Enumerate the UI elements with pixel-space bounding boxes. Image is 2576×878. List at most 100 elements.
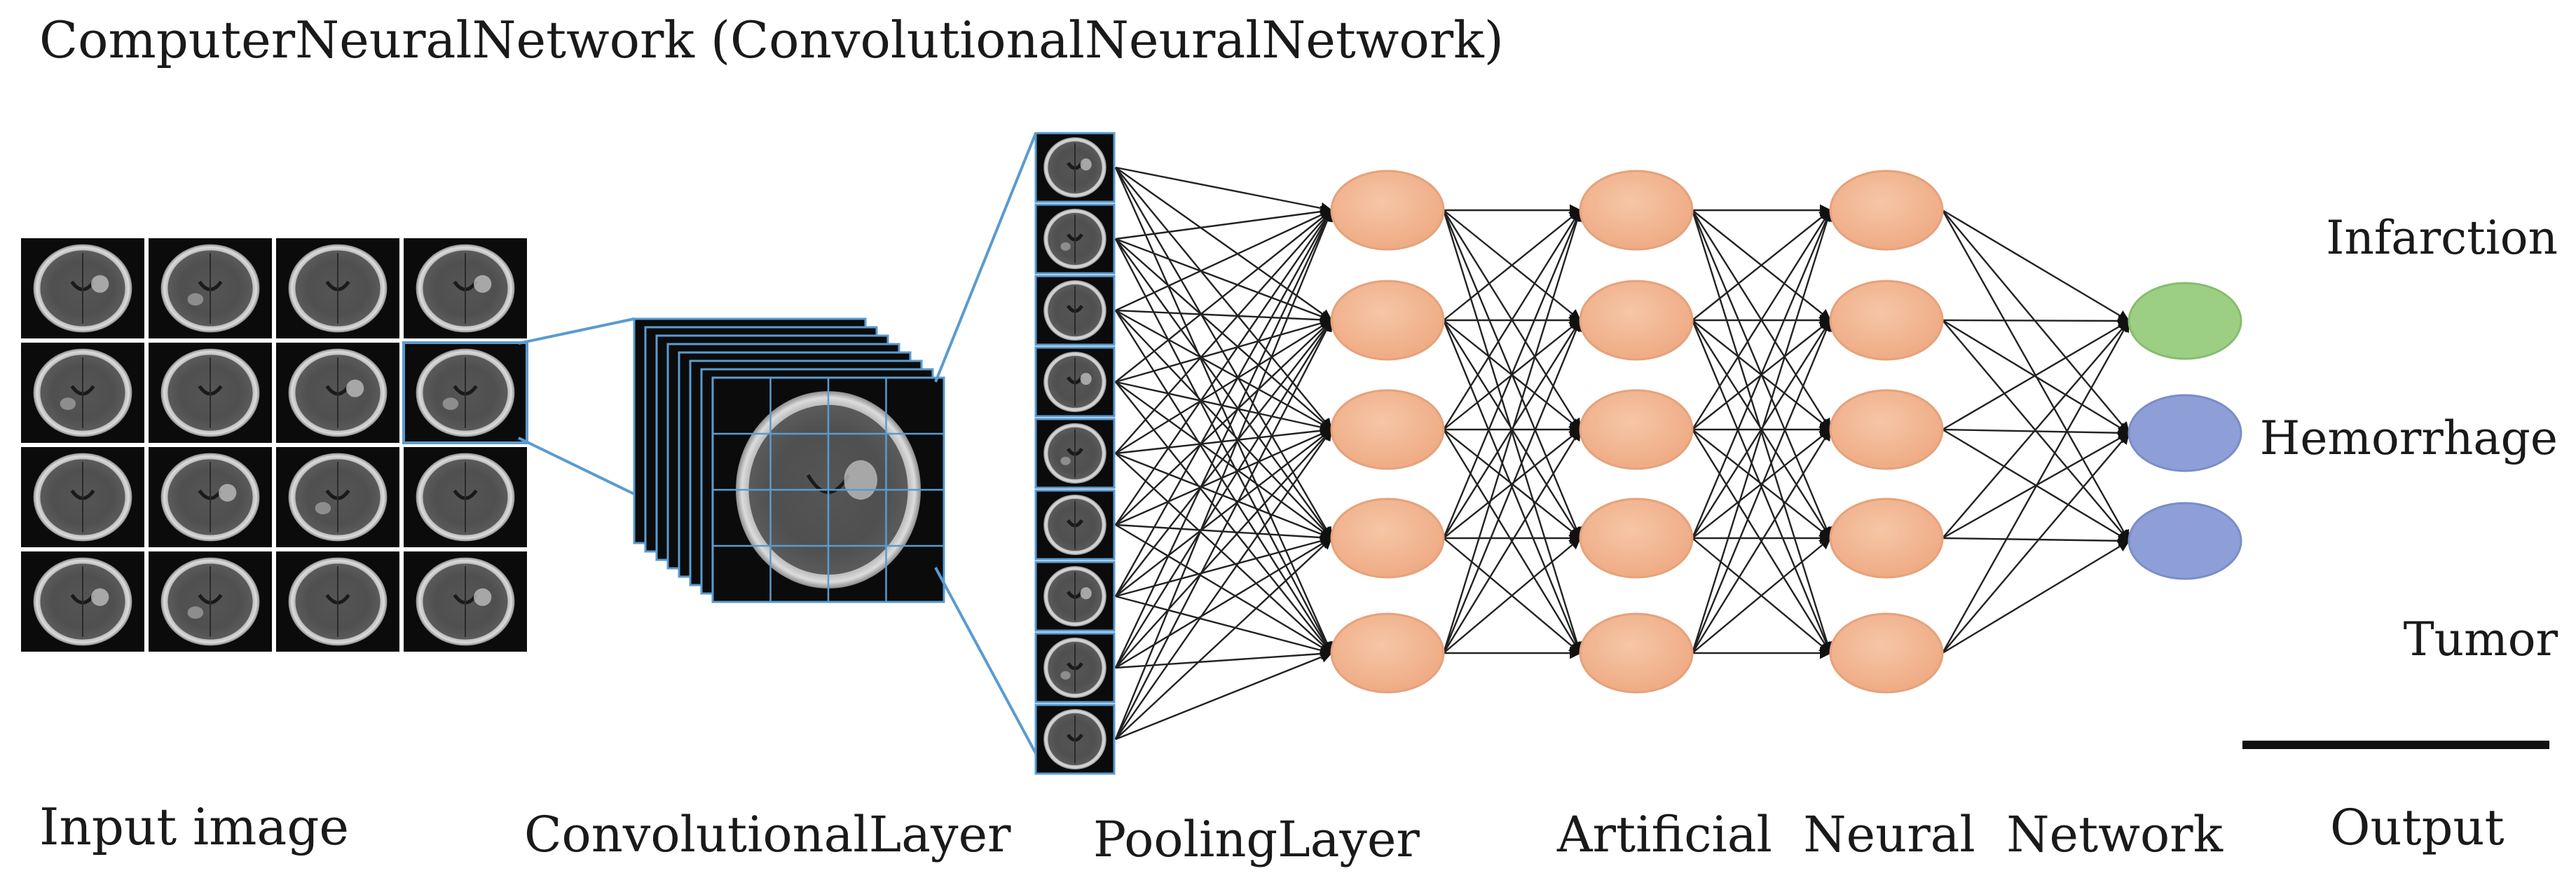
hidden-node-layer-1 [1330, 170, 1445, 251]
input-scan-tile [21, 551, 144, 652]
edge [1115, 428, 1333, 526]
edge [1114, 209, 1333, 597]
pooling-thumbnail [1034, 489, 1116, 561]
edge [1115, 428, 1333, 597]
diagram-title: ComputerNeuralNetwork (ConvolutionalNeur… [39, 11, 1504, 69]
edge [1115, 319, 1333, 526]
stage-label-conv: ConvolutionalLayer [524, 806, 1011, 863]
hidden-node-layer-2 [1579, 389, 1694, 470]
edge [1115, 453, 1333, 654]
edge [1942, 315, 2130, 327]
stage-label-input: Input image [39, 797, 349, 856]
edge [1115, 428, 1333, 668]
input-scan-tile [149, 238, 272, 338]
pooling-thumbnail [1034, 418, 1116, 489]
input-scan-tile [404, 343, 527, 443]
edge [1115, 167, 1333, 431]
input-to-conv-connector [518, 317, 635, 495]
hidden-node-layer-3 [1829, 612, 1944, 694]
edge [1442, 319, 1582, 654]
hidden-node-layer-1 [1330, 498, 1445, 579]
edge [1115, 319, 1333, 455]
hidden-node-layer-3 [1829, 389, 1944, 470]
edge [1114, 167, 1333, 540]
input-scan-tile [149, 343, 272, 443]
edge [1115, 317, 1333, 383]
edge [1942, 320, 2130, 431]
input-scan-tile [21, 238, 144, 338]
pooling-thumbnail [1034, 561, 1116, 632]
edge [1115, 209, 1333, 312]
edge [1115, 166, 1333, 214]
stage-label-output: Output [2330, 799, 2505, 856]
edge [1114, 238, 1333, 654]
hidden-node-layer-3 [1829, 498, 1944, 579]
stage-label-pooling: PoolingLayer [1093, 811, 1420, 868]
convolutional-feature-maps [633, 317, 945, 603]
edge [1942, 320, 2130, 539]
edge [1942, 427, 2130, 439]
edge [1691, 428, 1832, 654]
conv-to-pooling-connector [934, 132, 1037, 754]
edge [1442, 209, 1582, 430]
output-label-hemorrhage: Hemorrhage [2260, 411, 2558, 465]
pooling-thumbnail [1034, 704, 1116, 775]
edge [1114, 310, 1333, 654]
edge [1692, 537, 1832, 654]
edge [1114, 209, 1334, 740]
pooling-thumbnail [1034, 275, 1116, 346]
edge [1691, 209, 1832, 539]
input-scan-tile [149, 447, 272, 547]
edge [1443, 209, 1582, 321]
edge [1115, 537, 1333, 669]
edge [1115, 523, 1333, 654]
edge [1442, 209, 1582, 539]
edge [1115, 167, 1333, 321]
hidden-node-layer-2 [1579, 280, 1694, 361]
edge [1115, 381, 1333, 539]
edge [1115, 651, 1333, 741]
edge [1942, 535, 2130, 547]
edge [1115, 309, 1333, 326]
hidden-node-layer-3 [1829, 170, 1944, 251]
input-scan-tile [276, 551, 399, 652]
input-scan-tile [149, 551, 272, 652]
edge [1692, 209, 1832, 321]
hidden-node-layer-2 [1579, 612, 1694, 694]
edge [1115, 380, 1333, 433]
edge [1442, 428, 1582, 654]
edge [1114, 209, 1333, 668]
edge [1942, 540, 2130, 654]
edge [1115, 425, 1333, 455]
output-label-tumor: Tumor [2404, 612, 2558, 666]
input-scan-tile [276, 343, 399, 443]
edge [1691, 209, 1833, 654]
edge [1115, 209, 1333, 454]
edge [1115, 238, 1333, 431]
pooling-thumbnails [1034, 132, 1116, 775]
input-scan-tile [21, 343, 144, 443]
edge [1115, 209, 1333, 383]
input-image-grid [21, 238, 528, 652]
network-connections [1114, 166, 2130, 741]
edge [1114, 167, 1333, 654]
hidden-node-layer-3 [1829, 280, 1944, 361]
edge [1115, 647, 1333, 669]
edge [1115, 238, 1332, 540]
edge [1942, 209, 2130, 322]
edge [1115, 205, 1333, 240]
edge [1691, 319, 1832, 654]
stage-label-ann: Artificial Neural Network [1556, 806, 2224, 863]
edge [1115, 595, 1333, 657]
hidden-node-layer-2 [1579, 170, 1694, 251]
edge [1114, 319, 1333, 740]
selected-input-tile [402, 341, 528, 444]
hidden-node-layer-1 [1330, 612, 1445, 694]
output-node-hemorrhage [2128, 394, 2242, 472]
edge [1443, 537, 1582, 654]
edge [1442, 209, 1583, 654]
output-node-infarction [2128, 282, 2242, 360]
hidden-node-layer-2 [1579, 498, 1694, 579]
edge [1942, 210, 2130, 434]
output-label-infarction: Infarction [2326, 211, 2558, 265]
